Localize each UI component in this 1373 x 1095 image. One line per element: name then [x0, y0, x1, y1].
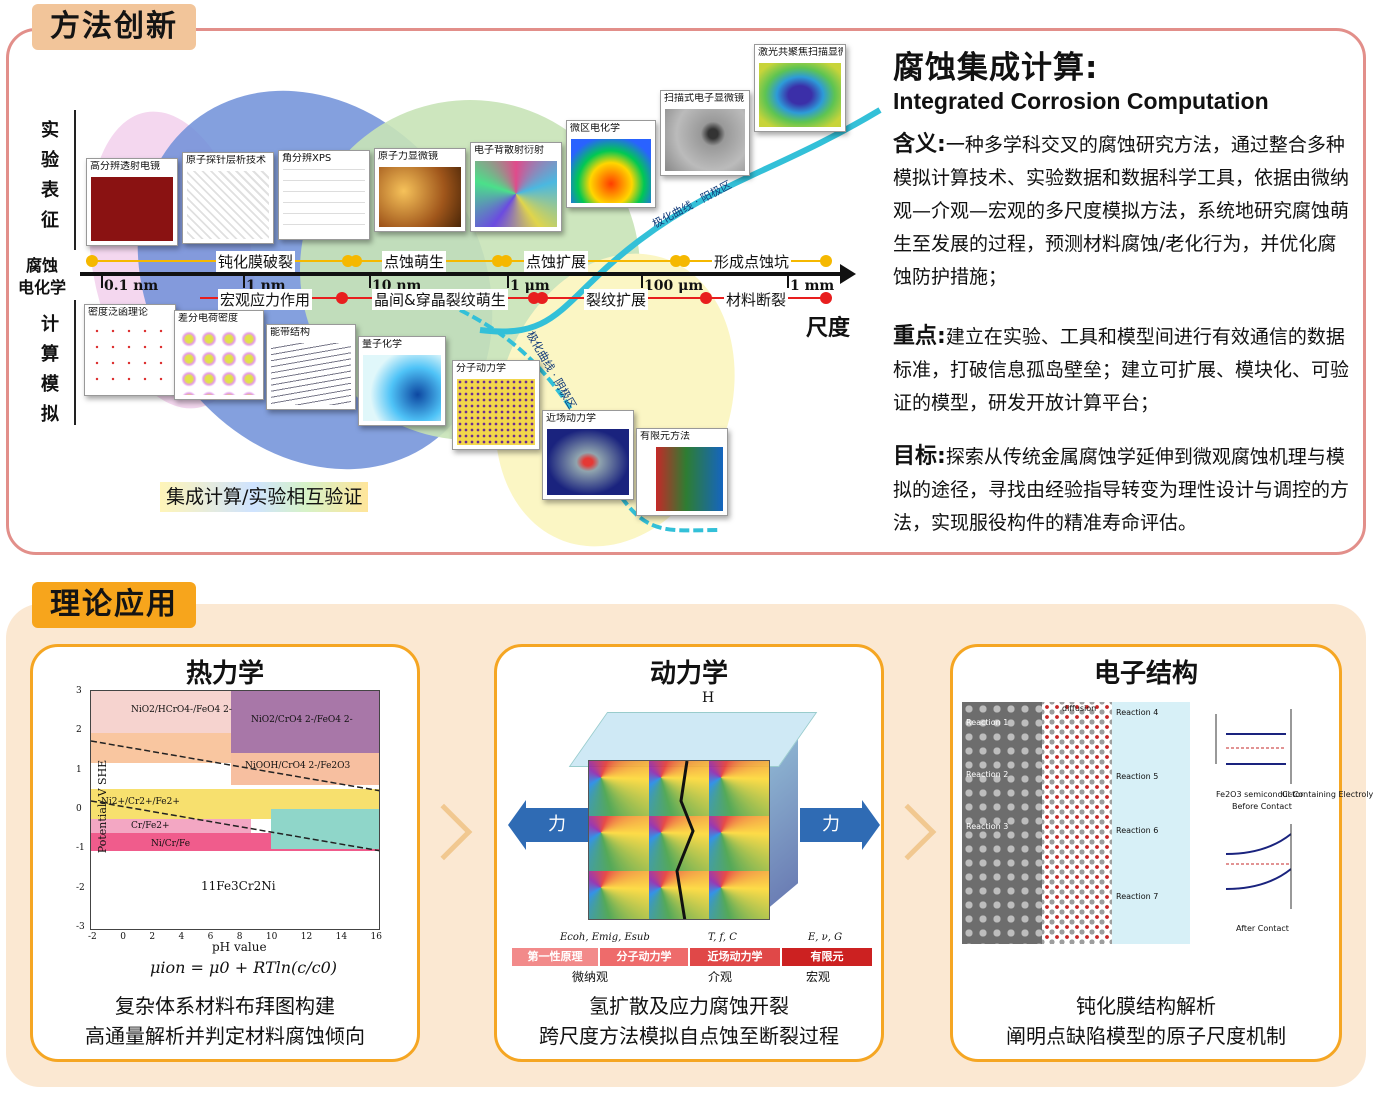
arrow-up — [74, 110, 76, 250]
section-tag-theory: 理论应用 — [32, 582, 196, 628]
force-left-arrow: 力 — [508, 800, 588, 850]
stage-pit-initiation: 点蚀萌生 — [382, 251, 447, 272]
stage-crack-growth: 裂纹扩展 — [584, 289, 649, 310]
tick-3: 1 μm — [507, 272, 550, 294]
thumb-apt: 原子探针层析技术 — [182, 152, 274, 244]
pourbaix-ylabel: Potential/ V SHE — [96, 759, 110, 854]
method-fem: 有限元 — [782, 948, 872, 966]
thumb-cdd: 差分电荷密度 — [174, 310, 264, 400]
param-peridynamics: T, f, C — [708, 932, 737, 943]
pourbaix-diagram: NiO2/HCrO4-/FeO4 2- NiO2/CrO4 2-/FeO4 2-… — [90, 690, 380, 930]
passive-film-atoms: Reaction 1 Reaction 2 Reaction 3 Reactio… — [962, 702, 1190, 944]
thumb-dft: 密度泛函理论 — [84, 304, 176, 396]
para-focus: 重点:建立在实验、工具和模型间进行有效通信的数据标准，打破信息孤岛壁垒；建立可扩… — [893, 324, 1350, 414]
para-goal: 目标:探索从传统金属腐蚀学延伸到微观腐蚀机理与模拟的途径，寻找由经验指导转变为理… — [893, 444, 1350, 534]
thumb-qc: 量子化学 — [358, 336, 446, 426]
title-en: Integrated Corrosion Computation — [893, 88, 1269, 114]
title-cn: 腐蚀集成计算: — [893, 50, 1099, 86]
param-first-principles: Ecoh, Emig, Esub — [560, 932, 650, 943]
scale-meso: 介观 — [708, 970, 733, 984]
thumb-arxps: 角分辨XPS — [278, 150, 370, 240]
thumb-sem: 扫描式电子显微镜 — [660, 90, 750, 176]
tick-5: 1 mm — [786, 272, 835, 294]
thumb-afm: 原子力显微镜 — [374, 148, 466, 232]
stage-crack-initiation: 晶间&穿晶裂纹萌生 — [372, 289, 508, 310]
thumb-micro-ec: 微区电化学 — [566, 120, 656, 208]
corrosion-track — [86, 260, 826, 262]
cube-grains — [588, 760, 770, 920]
para-meaning: 含义:一种多学科交叉的腐蚀研究方法，通过整合多种模拟计算技术、实验数据和数据科学… — [893, 132, 1350, 288]
band-diagram: Before Contact After Contact Fe2O3 semic… — [1215, 709, 1373, 933]
polarization-curve — [459, 107, 882, 533]
force-right-arrow: 力 — [800, 800, 880, 850]
stage-pit-growth: 点蚀扩展 — [524, 251, 589, 272]
arrow-down — [74, 300, 76, 425]
experiment-vertical-label: 实验表征 — [41, 120, 59, 231]
thumb-fem: 有限元方法 — [636, 428, 728, 516]
section-tag-method: 方法创新 — [32, 4, 196, 50]
scale-label: 尺度 — [806, 316, 851, 341]
thumb-band: 能带结构 — [266, 324, 356, 410]
scale-axis — [80, 264, 856, 284]
thumb-hrtem: 高分辨透射电镜 — [86, 158, 178, 246]
thumb-md: 分子动力学 — [452, 360, 540, 450]
verify-label: 集成计算/实验相互验证 — [160, 482, 369, 512]
corrosion-electrochem-label: 腐蚀电化学 — [17, 256, 66, 297]
stage-material-fracture: 材料断裂 — [724, 289, 789, 310]
tick-4: 100 μm — [640, 272, 704, 294]
stage-pit-formation: 形成点蚀坑 — [712, 251, 792, 272]
pourbaix-xlabel: pH value — [212, 940, 267, 954]
hydrogen-label: H — [702, 690, 715, 706]
method-peridynamics: 近场动力学 — [690, 948, 780, 966]
chemical-potential-formula: μion = μ0 + RTln(c/c0) — [150, 958, 338, 977]
cube-electrolyte — [568, 712, 818, 767]
method-first-principles: 第一性原理 — [512, 948, 598, 966]
scale-macro: 宏观 — [806, 970, 831, 984]
param-fem: E, ν, G — [808, 932, 843, 943]
method-md: 分子动力学 — [600, 948, 688, 966]
tick-0: 0.1 nm — [100, 272, 159, 294]
simulation-vertical-label: 计算模拟 — [41, 314, 59, 425]
stage-macro-stress: 宏观应力作用 — [218, 289, 313, 310]
thumb-ebsd: 电子背散射衍射 — [470, 142, 562, 232]
thumb-lscm: 激光共聚焦扫描显微镜 — [754, 44, 846, 132]
scale-micro: 微纳观 — [572, 970, 609, 984]
fracture-track — [200, 297, 826, 299]
stage-passive-film-break: 钝化膜破裂 — [216, 251, 296, 272]
thumb-peridynamics: 近场动力学 — [542, 410, 634, 500]
